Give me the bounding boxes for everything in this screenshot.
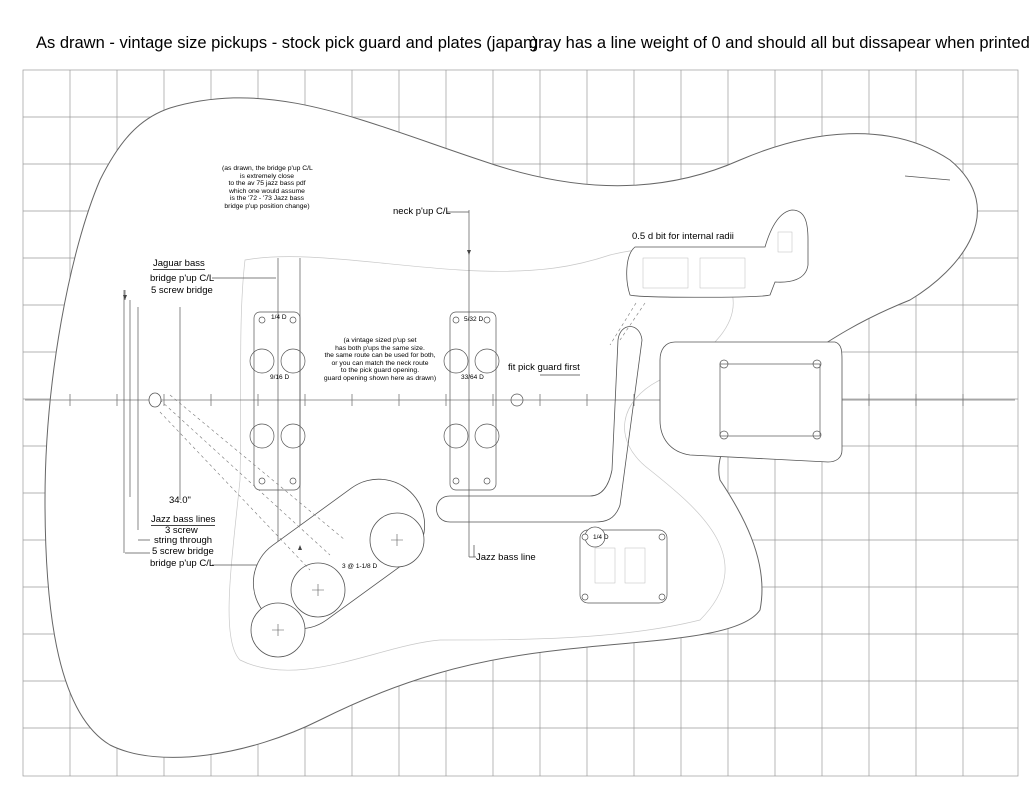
title-main: As drawn - vintage size pickups - stock … xyxy=(36,34,538,52)
bridge-pickup-label-bottom: bridge p'up C/L xyxy=(150,558,215,569)
quarter-d-label-a: 1/4 D xyxy=(271,314,287,321)
fit-pickguard-label: fit pick guard first xyxy=(508,362,580,373)
bridge-note-line: is extremely close xyxy=(239,172,294,180)
jazz-bass-line-label: Jazz bass line xyxy=(476,552,536,563)
five-screw-bridge-label-top: 5 screw bridge xyxy=(151,285,213,296)
title-note: gray has a line weight of 0 and should a… xyxy=(529,34,1030,52)
three-screw-label: 3 screw xyxy=(165,525,198,536)
neck-pickup-route xyxy=(443,311,524,491)
pickup-note-line: (a vintage sized p'up set xyxy=(343,337,417,344)
bridge-plate xyxy=(659,341,843,463)
wiring-channel xyxy=(436,326,643,523)
quarter-d-label-b: 1/4 D xyxy=(593,534,609,541)
scale-length-label: 34.0" xyxy=(169,495,191,506)
bridge-note-line: bridge p'up position change) xyxy=(224,202,310,210)
pickup-note-line: the same route can be used for both, xyxy=(324,352,436,360)
control-holes-label: 3 @ 1-1/8 D xyxy=(342,563,378,570)
pickup-note-line: guard opening shown here as drawn) xyxy=(323,374,437,382)
five-32-d-label: 5/32 D xyxy=(464,316,484,323)
string-through-label: string through xyxy=(154,535,213,546)
pickup-note-line: has both p'ups the same size. xyxy=(335,344,425,352)
neck-pocket xyxy=(626,209,809,298)
pickup-note-line: to the pick guard opening. xyxy=(340,367,420,375)
neck-pickup-label: neck p'up C/L xyxy=(393,206,451,217)
pickguard-outline xyxy=(228,248,734,671)
jaguar-bass-label: Jaguar bass xyxy=(153,258,205,270)
nine-16-d-label: 9/16 D xyxy=(270,374,290,381)
pickup-route-note: (a vintage sized p'up set has both p'ups… xyxy=(315,337,445,383)
internal-radii-label: 0.5 d bit for internal radii xyxy=(632,231,734,242)
bridge-note-line: is the '72 - '73 Jazz bass xyxy=(230,195,304,203)
bridge-pickup-route xyxy=(249,311,306,491)
bridge-position-note: (as drawn, the bridge p'up C/L is extrem… xyxy=(222,165,313,211)
bridge-note-line: which one would assume xyxy=(229,187,305,195)
drawing-title: As drawn - vintage size pickups - stock … xyxy=(36,34,1030,53)
bridge-note-line: (as drawn, the bridge p'up C/L xyxy=(222,165,313,172)
thirty3-64-d-label: 33/64 D xyxy=(461,374,484,381)
five-screw-bridge-label-bottom: 5 screw bridge xyxy=(152,546,214,557)
bridge-pickup-label-top: bridge p'up C/L xyxy=(150,273,215,284)
jazz-bass-lines-label: Jazz bass lines xyxy=(151,514,216,526)
bridge-note-line: to the av 75 jazz bass pdf xyxy=(228,180,306,188)
pickup-note-line: or you can match the neck route xyxy=(331,359,429,367)
